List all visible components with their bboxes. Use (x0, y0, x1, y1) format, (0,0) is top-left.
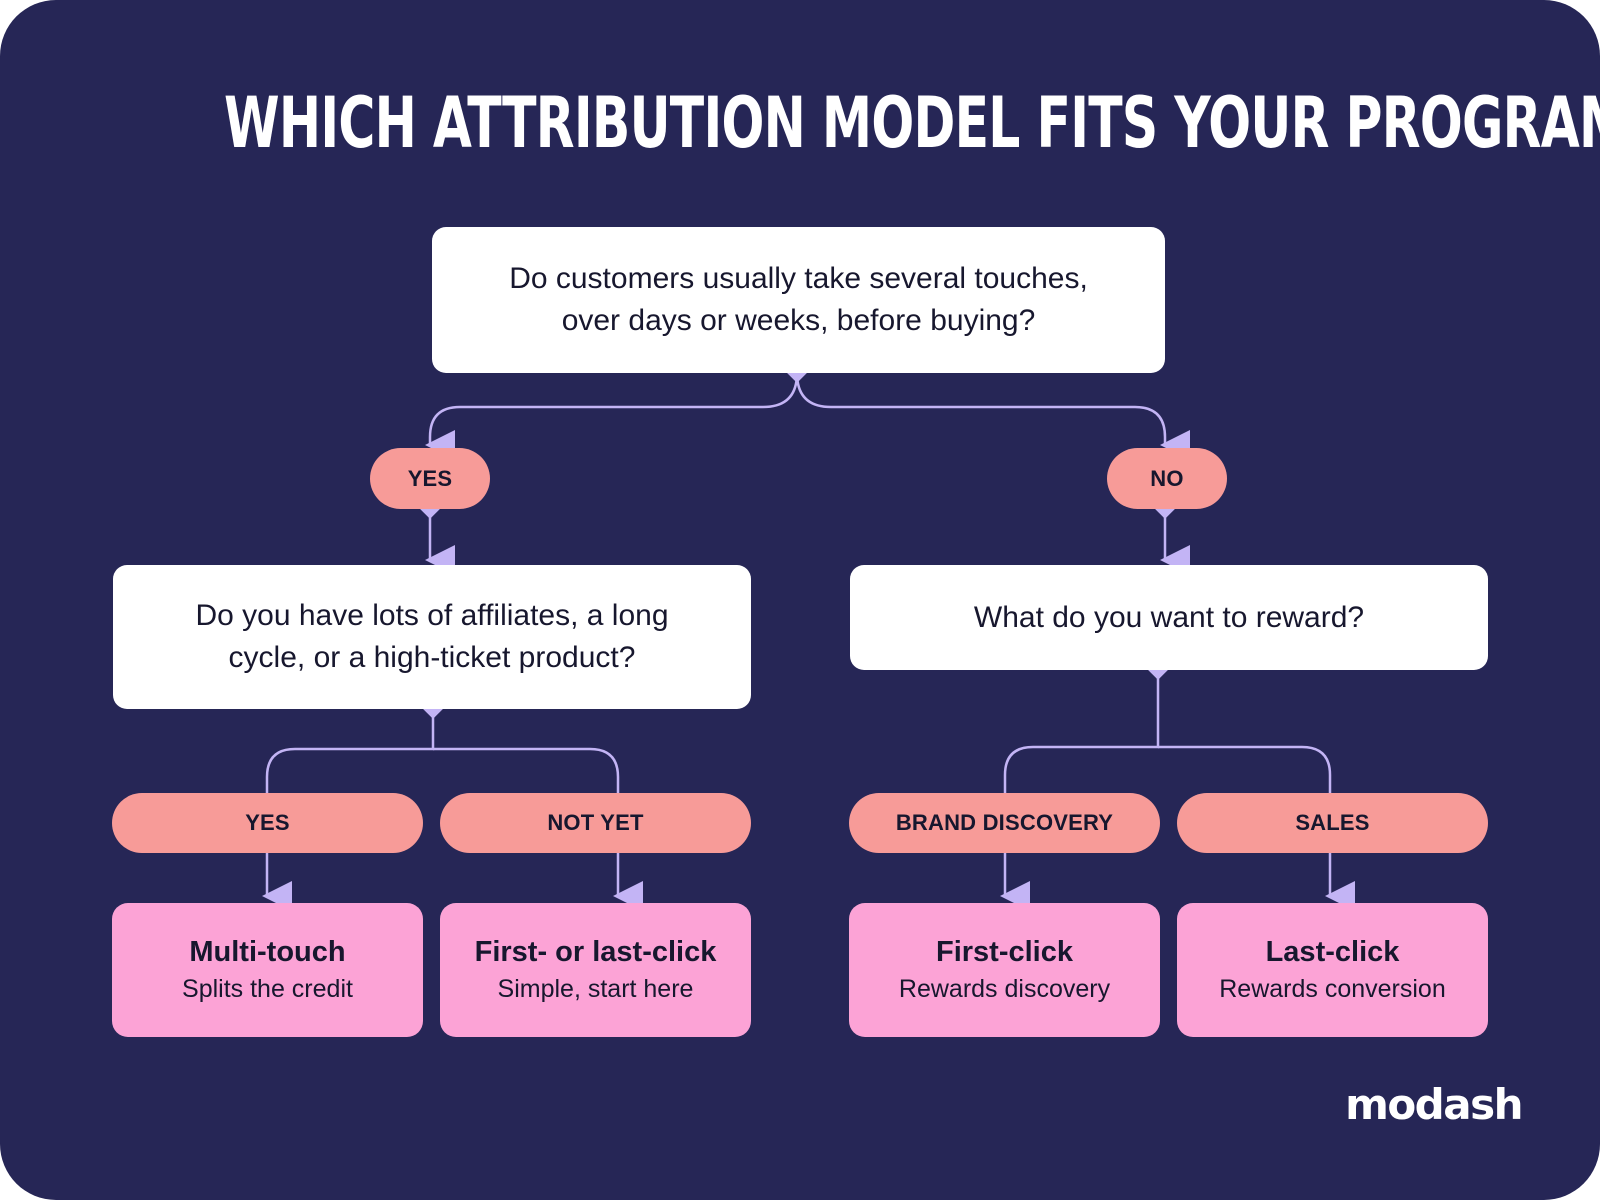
yes-question-line2: cycle, or a high-ticket product? (228, 641, 636, 674)
result-sub-multi-touch: Splits the credit (182, 975, 353, 1003)
result-box-last-click: Last-click Rewards conversion (1177, 903, 1488, 1037)
root-question-line2: over days or weeks, before buying? (561, 304, 1036, 337)
connector-right-split (1003, 670, 1160, 793)
modash-logo: modash (1345, 1080, 1523, 1129)
result-sub-last-click: Rewards conversion (1219, 975, 1446, 1003)
option-pill-brand-discovery-label: BRAND DISCOVERY (895, 810, 1114, 835)
result-title-multi-touch: Multi-touch (189, 936, 346, 968)
option-pill-yes-label: YES (245, 810, 290, 835)
root-question-box: Do customers usually take several touche… (432, 227, 1165, 373)
option-pill-sales: SALES (1177, 793, 1488, 853)
result-sub-first-or-last-click: Simple, start here (497, 975, 694, 1003)
result-box-first-or-last-click: First- or last-click Simple, start here (440, 903, 751, 1037)
answer-pill-no-label: NO (1150, 465, 1184, 491)
connector-left-split (265, 709, 435, 793)
option-pill-sales-label: SALES (1295, 810, 1370, 835)
result-title-last-click: Last-click (1265, 936, 1400, 968)
answer-pill-yes: YES (370, 448, 490, 509)
connector-root-to-no (795, 372, 1190, 460)
connector-left-split-right (433, 747, 620, 793)
result-title-first-or-last-click: First- or last-click (474, 936, 717, 968)
answer-pill-no: NO (1107, 448, 1227, 509)
result-title-first-click: First-click (936, 936, 1073, 968)
page-title: WHICH ATTRIBUTION MODEL FITS YOUR PROGRA… (224, 82, 1600, 164)
result-box-first-click: First-click Rewards discovery (849, 903, 1160, 1037)
root-question-line1: Do customers usually take several touche… (509, 262, 1088, 295)
option-pill-not-yet-label: NOT YET (547, 810, 644, 835)
result-box-multi-touch: Multi-touch Splits the credit (112, 903, 423, 1037)
option-pill-not-yet: NOT YET (440, 793, 751, 853)
result-sub-first-click: Rewards discovery (898, 975, 1111, 1003)
connector-right-split-right (1158, 745, 1332, 793)
connector-root-to-yes (425, 372, 799, 460)
yes-question-box: Do you have lots of affiliates, a long c… (113, 565, 751, 709)
answer-pill-yes-label: YES (407, 465, 453, 491)
no-question-box: What do you want to reward? (850, 565, 1488, 670)
option-pill-yes: YES (112, 793, 423, 853)
yes-question-line1: Do you have lots of affiliates, a long (195, 599, 669, 632)
option-pill-brand-discovery: BRAND DISCOVERY (849, 793, 1160, 853)
no-question-line1: What do you want to reward? (973, 600, 1365, 634)
